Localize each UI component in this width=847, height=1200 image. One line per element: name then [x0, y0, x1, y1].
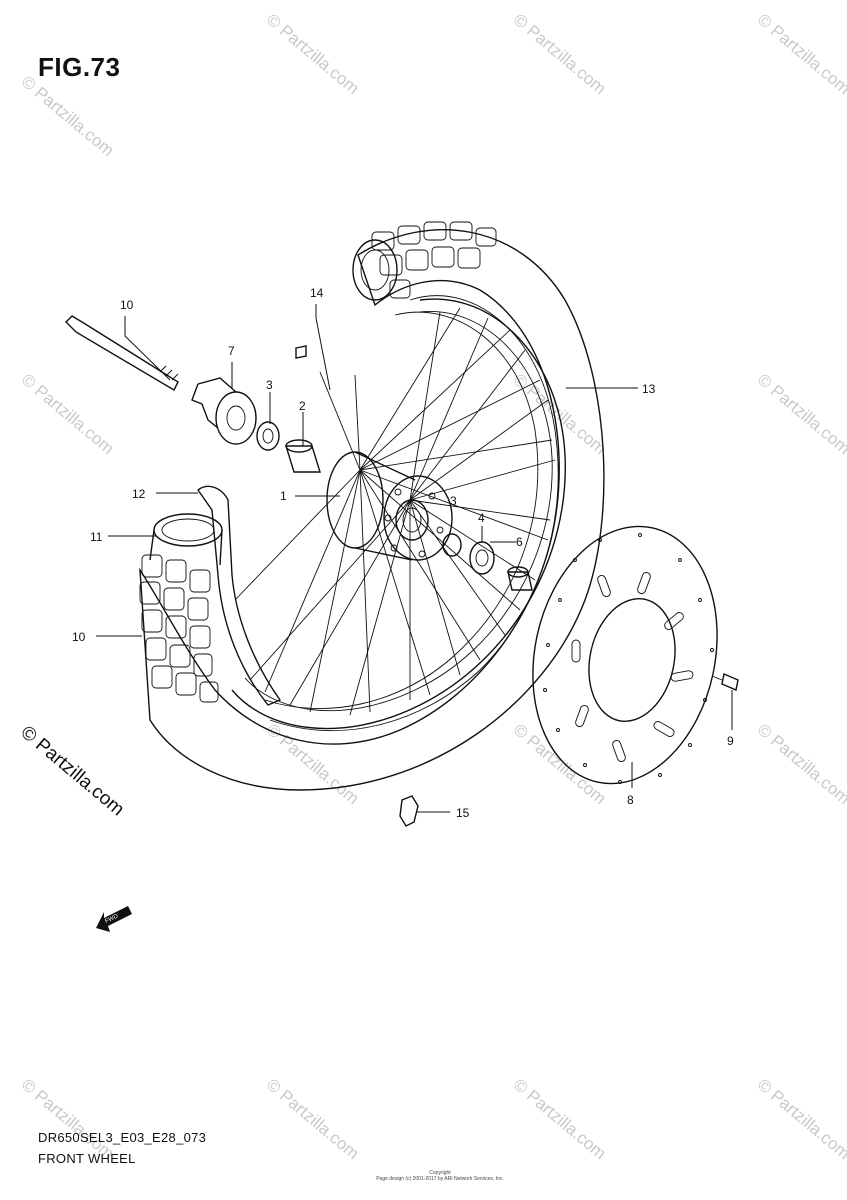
callout-6: 6 — [516, 535, 523, 549]
callout-14: 14 — [310, 286, 324, 300]
callout-13: 13 — [642, 382, 656, 396]
callout-12: 12 — [132, 487, 146, 501]
callout-1: 1 — [280, 489, 287, 503]
rim-tape — [197, 485, 282, 706]
tire — [139, 221, 605, 791]
callout-7: 7 — [228, 344, 235, 358]
callout-9: 9 — [727, 734, 734, 748]
spoke-nipple — [295, 345, 307, 359]
callout-labels: 10 7 3 2 14 1 3 4 6 12 11 10 13 9 8 15 — [72, 286, 734, 820]
callout-2: 2 — [299, 399, 306, 413]
figure-title: FIG.73 — [38, 52, 121, 82]
copyright-line-1: Copyright — [429, 1170, 451, 1176]
callout-11: 11 — [90, 530, 103, 544]
copyright-notice: Copyright Page design (c) 2001-2017 by A… — [360, 1170, 520, 1182]
axle — [65, 315, 179, 391]
callout-3-right: 3 — [450, 494, 457, 508]
fwd-arrow-icon: FWD — [96, 906, 132, 932]
brake-disc — [532, 525, 718, 785]
oil-seal — [469, 541, 495, 575]
disc-bolt — [711, 673, 739, 691]
model-code: DR650SEL3_E03_E28_073 — [38, 1130, 207, 1145]
callout-4: 4 — [478, 511, 485, 525]
fwd-label: FWD — [104, 913, 120, 924]
callout-8: 8 — [627, 793, 634, 807]
rim — [231, 298, 566, 730]
tube — [149, 513, 223, 566]
callout-3: 3 — [266, 378, 273, 392]
spokes — [234, 307, 556, 716]
clip — [399, 795, 419, 827]
callout-15: 15 — [456, 806, 470, 820]
wheel-spacer — [507, 566, 533, 591]
bearing — [256, 421, 280, 451]
callout-5: 10 — [120, 298, 134, 312]
callout-10: 10 — [72, 630, 86, 644]
copyright-line-2: Page design (c) 2001-2017 by ARI Network… — [376, 1176, 504, 1182]
speedometer-gearbox — [191, 377, 257, 445]
hub — [326, 451, 462, 561]
figure-caption: FRONT WHEEL — [38, 1151, 136, 1166]
leader-lines — [96, 304, 733, 813]
